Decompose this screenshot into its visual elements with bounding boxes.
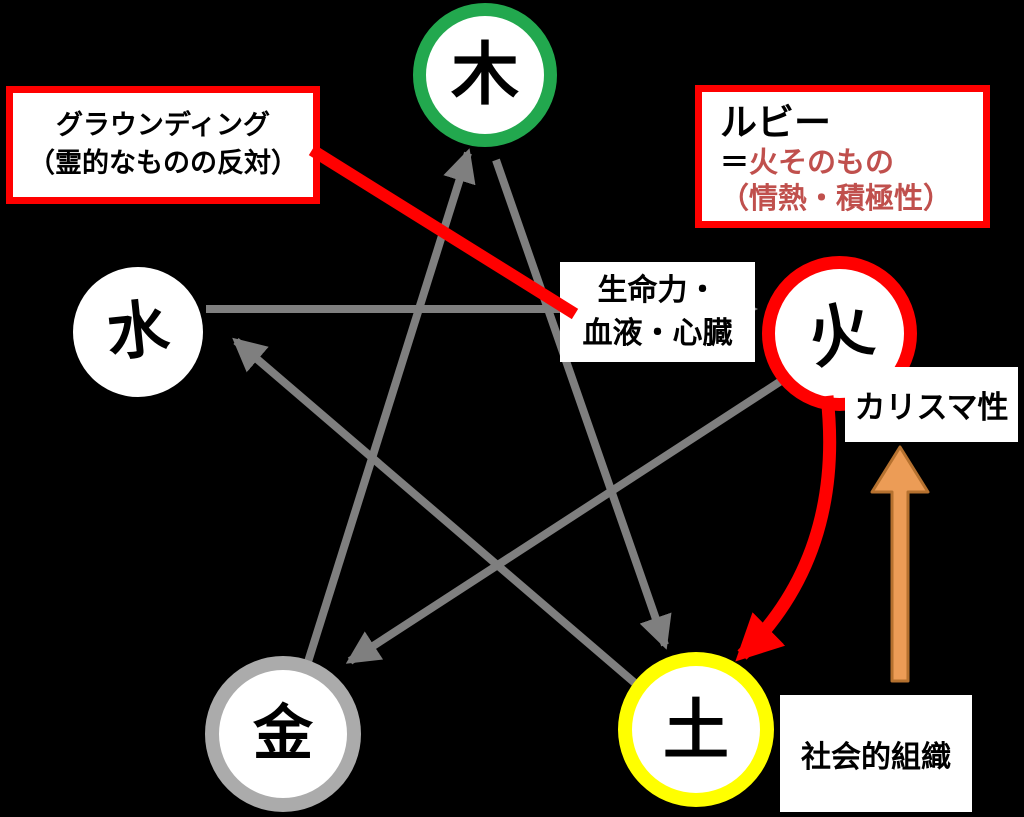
vitality-line2: 血液・心臓	[582, 317, 733, 350]
node-metal-circle: 金	[205, 656, 361, 812]
arrow-earth-to-water	[232, 337, 639, 688]
ruby-equals-sign: ＝	[720, 147, 750, 180]
node-metal-label: 金	[253, 700, 313, 767]
vitality-callout: 生命力・ 血液・心臓	[560, 262, 755, 362]
ruby-line2: ＝火そのもの	[720, 146, 983, 181]
charisma-label: カリスマ性	[854, 390, 1009, 425]
node-wood-circle: 木	[413, 3, 557, 147]
arrow-fire-to-metal	[345, 377, 784, 665]
ruby-callout: ルビー ＝火そのもの （情熱・積極性）	[695, 85, 990, 228]
node-wood-label: 木	[450, 37, 519, 113]
vitality-line1: 生命力・	[597, 273, 718, 307]
arrow-wood-to-earth	[492, 158, 672, 650]
node-water-label: 水	[103, 293, 173, 370]
grounding-callout: グラウンディング （霊的なものの反対）	[6, 86, 320, 204]
node-earth-circle: 土	[618, 652, 774, 807]
node-earth-label: 土	[663, 692, 729, 767]
node-water-circle: 水	[73, 267, 203, 397]
ruby-title: ルビー	[720, 102, 831, 143]
ruby-fire-itself: 火そのもの	[749, 147, 895, 180]
charisma-callout: カリスマ性	[845, 367, 1018, 442]
arrow-metal-to-wood	[303, 148, 476, 667]
social-callout: 社会的組織	[780, 695, 972, 812]
ruby-line3: （情熱・積極性）	[720, 182, 953, 215]
node-fire-label: 火	[799, 290, 880, 377]
social-label: 社会的組織	[801, 740, 951, 774]
grounding-line1: グラウンディング	[55, 110, 271, 141]
grounding-line2: （霊的なものの反対）	[28, 148, 298, 178]
